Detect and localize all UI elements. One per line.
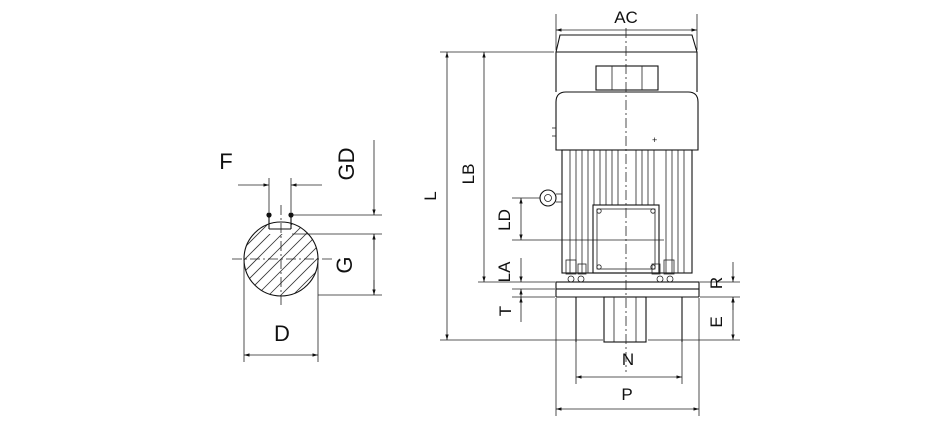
label-E: E [707,316,726,327]
label-AC: AC [614,8,638,27]
flange [555,281,700,290]
label-G: G [332,256,357,273]
label-GD: GD [334,148,359,181]
label-R: R [707,277,726,289]
shaft-section-view: F GD G D [219,140,382,362]
label-T: T [496,306,515,316]
label-L: L [421,191,440,200]
label-N: N [622,350,634,369]
label-P: P [621,385,632,404]
svg-text:+: + [652,135,657,145]
lifting-eye [539,189,557,207]
motor-side-view: + [421,8,740,416]
label-LD: LD [495,209,514,231]
label-D: D [274,321,290,346]
label-LA: LA [495,261,514,282]
label-LB: LB [459,164,478,185]
label-F: F [219,149,232,174]
cooling-fins [569,150,685,273]
